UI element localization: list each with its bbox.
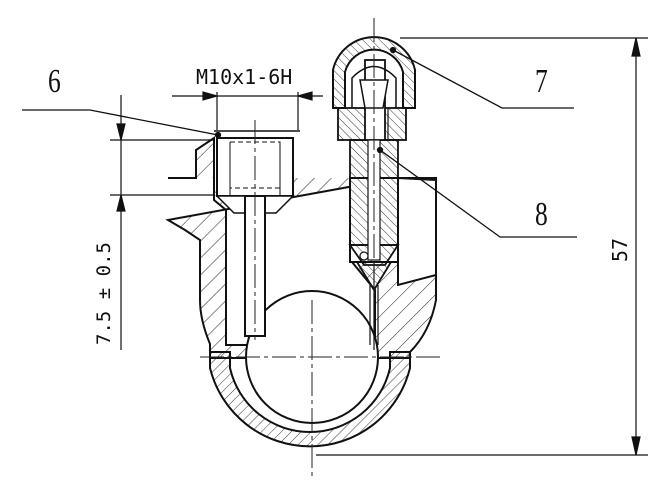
center-lines [200, 18, 440, 478]
height-label: 57 [608, 238, 632, 262]
leaders [22, 46, 577, 238]
height-dimension [316, 37, 648, 456]
callout-6: 6 [48, 61, 61, 99]
depth-label: 7.5 ± 0.5 [93, 242, 115, 345]
protective-cap [332, 36, 416, 109]
callout-7: 7 [535, 61, 548, 99]
callout-8: 8 [535, 194, 548, 232]
thread-dimension [172, 91, 323, 130]
strap [209, 351, 411, 448]
thread-label: M10x1-6H [196, 65, 292, 89]
depth-dimension [110, 95, 214, 350]
